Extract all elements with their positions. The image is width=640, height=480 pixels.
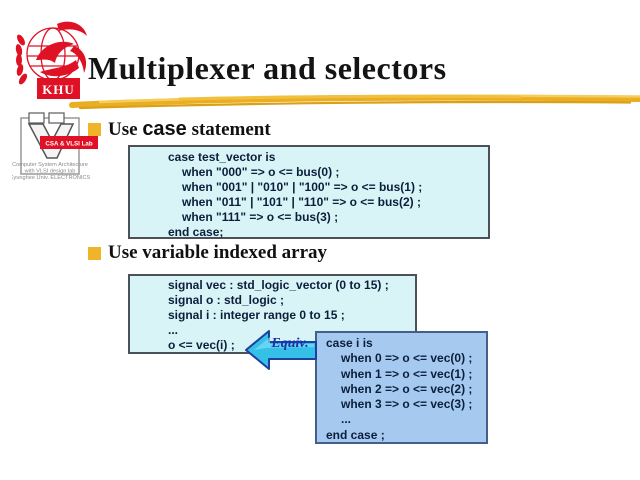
code-line: when "001" | "010" | "100" => o <= bus(1…: [182, 180, 423, 194]
code-line: end case;: [168, 225, 224, 239]
code-line: end case ;: [326, 427, 385, 442]
code-box-case-statement: case test_vector is when "000" => o <= b…: [128, 145, 490, 239]
khu-logo: KHU: [15, 21, 87, 99]
lab-badge: [40, 136, 98, 149]
code-line: signal o : std_logic ;: [168, 293, 285, 307]
code-line: ...: [341, 412, 352, 427]
equiv-label: Equiv.: [271, 336, 309, 351]
lab-caption-line: Computer System Architecture: [12, 162, 88, 168]
code-line: ...: [168, 323, 179, 337]
bullet-item-indexed-array: Use variable indexed array: [88, 242, 327, 264]
code-line: when "011" | "101" | "110" => o <= bus(2…: [182, 195, 421, 209]
code-line: signal vec : std_logic_vector (0 to 15) …: [168, 278, 389, 292]
code-line: o <= vec(i) ;: [168, 338, 235, 352]
bullet-text-case: Use case statement: [108, 118, 271, 141]
lab-logo: CSA & VLSI Lab Computer System Architect…: [12, 112, 98, 181]
code-line: when "000" => o <= bus(0) ;: [182, 165, 340, 179]
code-line: signal i : integer range 0 to 15 ;: [168, 308, 345, 322]
bullet-item-case: Use case statement: [88, 118, 271, 141]
bullet-case-prefix: Use: [108, 119, 143, 140]
code-line: when 3 => o <= vec(3) ;: [341, 397, 473, 412]
bullet-square-icon: [88, 123, 101, 136]
code-line: case test_vector is: [168, 150, 276, 164]
code-box-index-case: case i is when 0 => o <= vec(0) ; when 1…: [315, 331, 488, 444]
bullet-square-icon: [88, 247, 101, 260]
code-line: case i is: [326, 336, 373, 350]
bullet-case-suffix: statement: [186, 119, 271, 140]
khu-label: KHU: [42, 82, 75, 97]
underline-swoosh: [69, 94, 640, 110]
code-line: when 0 => o <= vec(0) ;: [341, 351, 473, 366]
lab-badge-label: CSA & VLSI Lab: [45, 141, 92, 148]
bullet-case-keyword: case: [142, 118, 187, 140]
code-box-signal-decl: signal vec : std_logic_vector (0 to 15) …: [128, 274, 417, 354]
lab-caption-line: Kyunghee Univ. ELECTRONICS: [12, 175, 90, 181]
bullet-text-indexed-array: Use variable indexed array: [108, 242, 328, 263]
code-line: when 2 => o <= vec(2) ;: [341, 381, 473, 396]
equiv-arrow-icon: Equiv.: [244, 328, 318, 373]
page-title: Multiplexer and selectors: [88, 50, 447, 86]
code-line: when 1 => o <= vec(1) ;: [341, 366, 473, 381]
phoenix-icon: [36, 21, 87, 77]
code-line: when "111" => o <= bus(3) ;: [182, 210, 339, 224]
lab-caption-line: with VLSI design lab: [24, 169, 76, 175]
